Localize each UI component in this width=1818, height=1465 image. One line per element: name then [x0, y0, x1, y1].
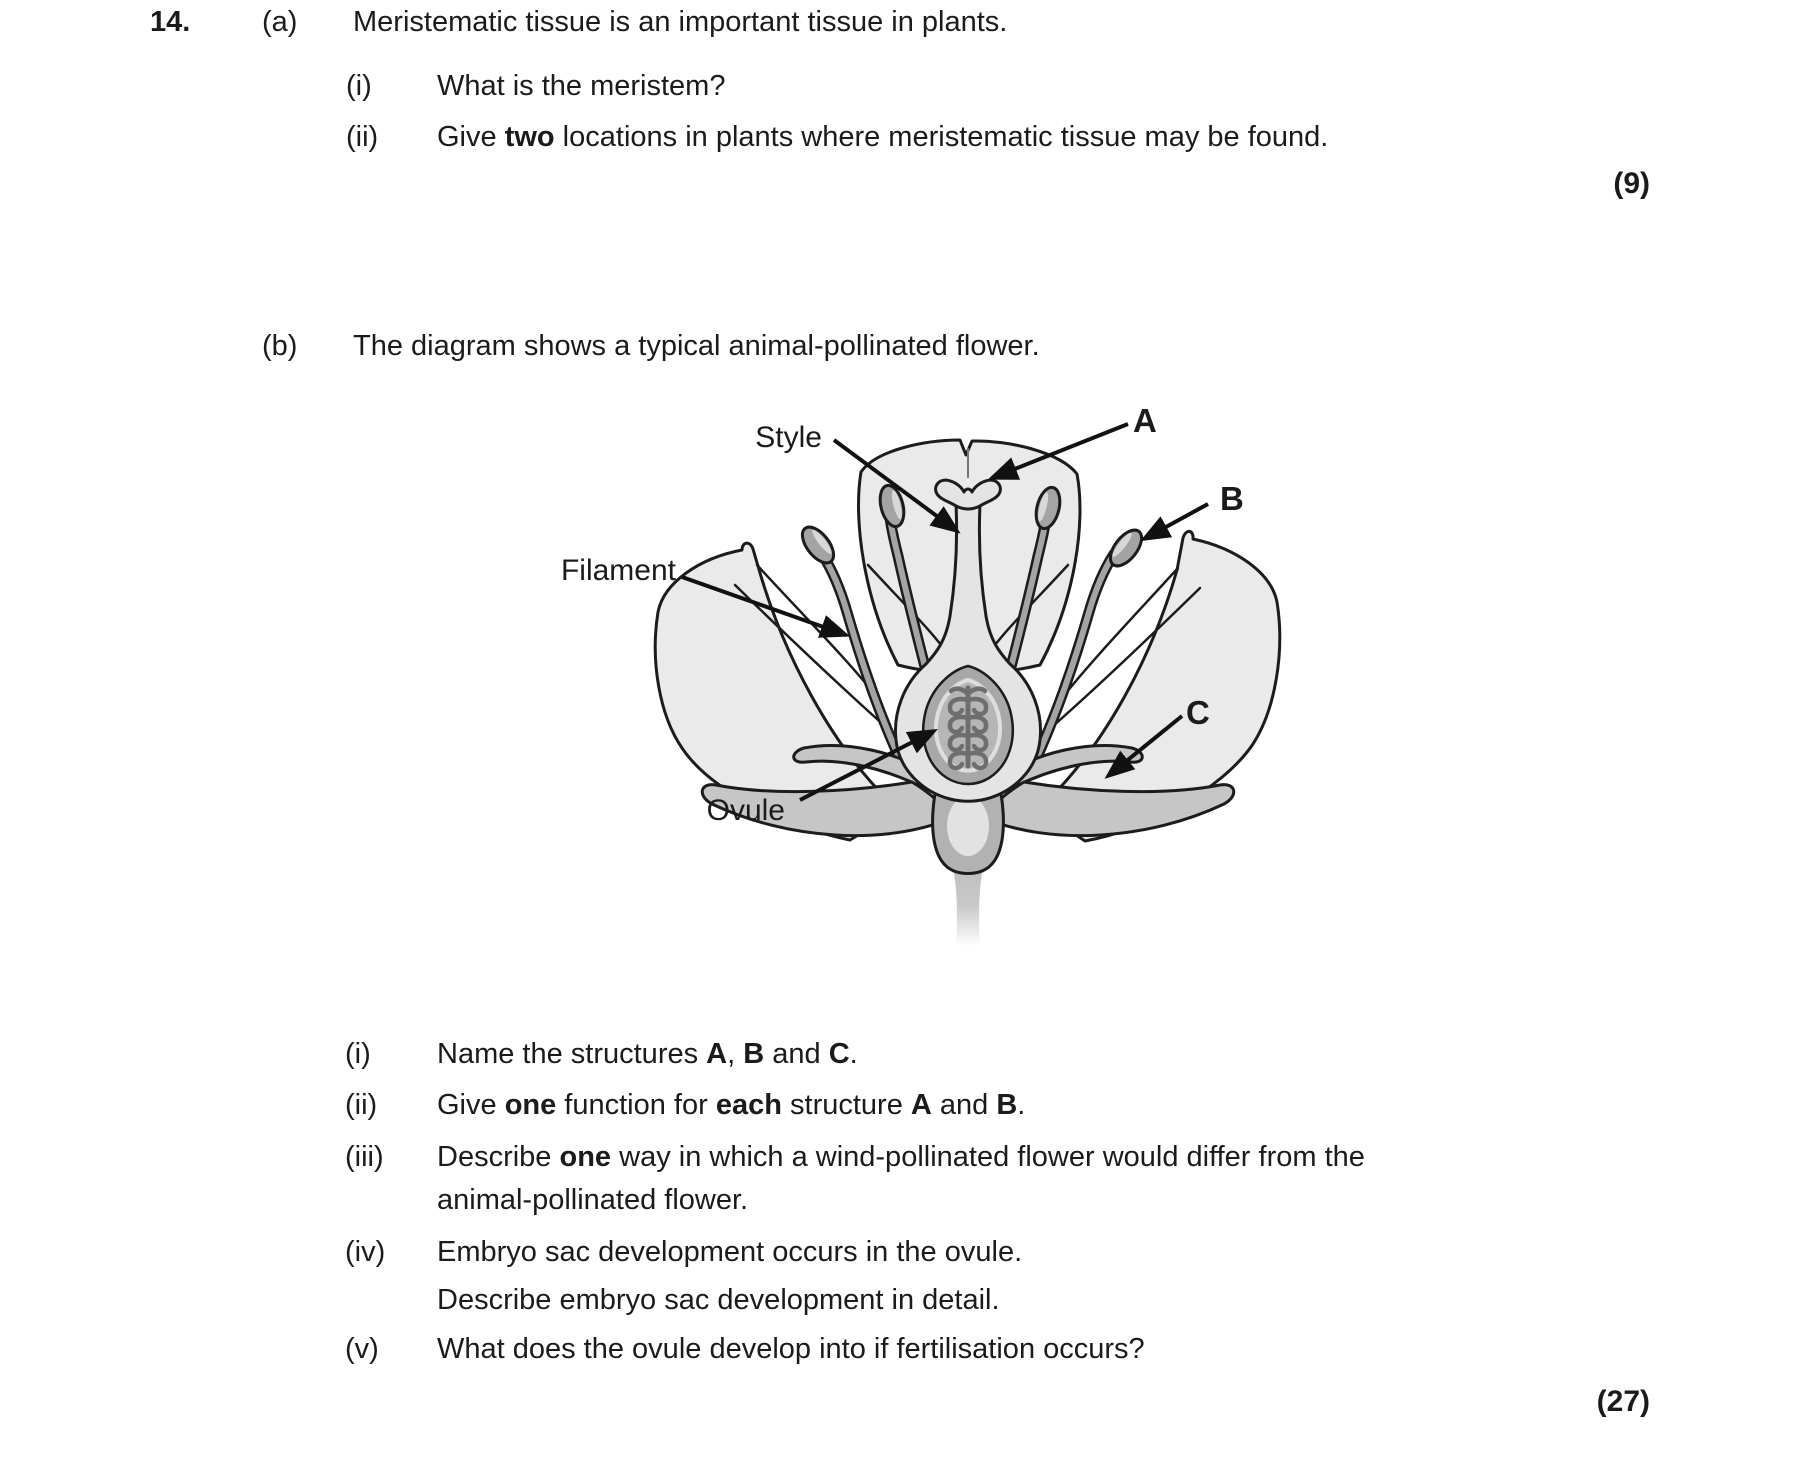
label-a: A [1133, 402, 1157, 439]
part-b-intro: The diagram shows a typical animal-polli… [353, 330, 1040, 362]
part-b-item-iv-line1: Embryo sac development occurs in the ovu… [437, 1236, 1023, 1268]
part-b-item-ii-text: Give one function for each structure A a… [437, 1089, 1026, 1121]
part-b-marker: (b) [262, 330, 298, 362]
part-b-item-v-marker: (v) [345, 1333, 379, 1365]
arrow-filament [681, 575, 851, 638]
part-a-item-ii-marker: (ii) [346, 121, 379, 153]
part-b-item-ii-marker: (ii) [345, 1089, 378, 1121]
label-b: B [1220, 480, 1244, 517]
stamen-front-right [1024, 528, 1144, 778]
sepal-left [700, 780, 954, 838]
question-number: 14. [150, 6, 191, 38]
stamen-back-right [998, 485, 1062, 700]
petal-crease-right [1060, 566, 1180, 700]
arrow-a [987, 422, 1129, 480]
part-a-marker: (a) [262, 6, 298, 38]
anther [1108, 528, 1144, 568]
anther [800, 525, 836, 565]
stamen-back-left [878, 483, 938, 700]
stem [951, 858, 985, 946]
stigma [934, 478, 1002, 511]
receptacle-highlight [947, 796, 989, 856]
flower-diagram: Style Filament Ovule A B C [561, 402, 1282, 946]
part-a-marks: (9) [1613, 167, 1650, 200]
sepal-right [982, 780, 1236, 838]
ovule-placenta [947, 685, 989, 771]
label-filament: Filament [561, 554, 677, 587]
part-b-item-iii-line1: Describe one way in which a wind-pollina… [437, 1141, 1365, 1173]
part-a-item-i-text: What is the meristem? [437, 70, 726, 102]
arrow-style [832, 438, 961, 534]
part-b-item-i-marker: (i) [345, 1038, 371, 1070]
part-b-item-iii-line2: animal-pollinated flower. [437, 1184, 749, 1216]
part-b-item-iv-line2: Describe embryo sac development in detai… [437, 1284, 1000, 1316]
part-a-item-ii-text: Give two locations in plants where meris… [437, 121, 1329, 153]
part-b-item-v-text: What does the ovule develop into if fert… [437, 1333, 1145, 1365]
arrow-b [1140, 502, 1209, 542]
arrow-c [1104, 714, 1184, 779]
stamen-front-left [800, 525, 912, 778]
part-b-marks: (27) [1596, 1385, 1650, 1418]
arrow-ovule [799, 728, 939, 802]
label-c: C [1186, 694, 1210, 731]
label-style: Style [755, 421, 822, 454]
part-b-item-iv-marker: (iv) [345, 1236, 386, 1268]
part-b-item-iii-marker: (iii) [345, 1141, 384, 1173]
part-a-item-i-marker: (i) [346, 70, 372, 102]
label-ovule: Ovule [707, 794, 785, 827]
part-b-item-i-text: Name the structures A, B and C. [437, 1038, 858, 1070]
part-a-intro: Meristematic tissue is an important tiss… [353, 6, 1008, 38]
